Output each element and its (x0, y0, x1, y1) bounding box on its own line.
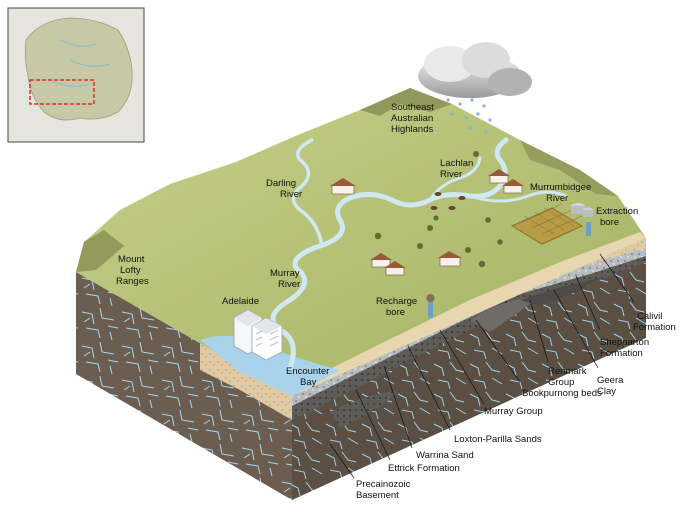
label-lachlan-2: River (440, 169, 462, 180)
label-warrina: Warrina Sand (416, 450, 474, 461)
encounter-bay (200, 335, 340, 396)
house-lachlan-1 (488, 169, 510, 184)
surface-sand-strip (292, 232, 646, 396)
cattle (430, 192, 466, 210)
label-loxton: Loxton-Parilla Sands (454, 434, 542, 445)
label-shepparton-1: Shepparton (600, 337, 649, 348)
label-murrumbidgee-1: Murrumbidgee (530, 182, 591, 193)
label-calivil-2: Formation (633, 322, 676, 333)
label-lachlan-1: Lachlan (440, 158, 473, 169)
label-highlands-2: Australian (391, 113, 433, 124)
label-geera-2: Clay (597, 386, 616, 397)
raindrops (446, 98, 492, 134)
label-calivil-1: Calivil (637, 311, 662, 322)
rain-cloud (418, 42, 532, 98)
label-darling-2: River (280, 189, 302, 200)
darling-river (291, 138, 324, 248)
label-basement-2: Basement (356, 490, 399, 501)
label-lofty-1: Mount (118, 254, 145, 265)
label-lofty-2: Lofty (120, 265, 141, 276)
crop-field (510, 203, 584, 245)
murrumbidgee-river (468, 190, 568, 203)
extraction-bore (571, 203, 593, 236)
layer-ettrick (292, 238, 646, 420)
label-extraction-1: Extraction (596, 206, 638, 217)
label-adelaide: Adelaide (222, 296, 259, 307)
trees (374, 151, 503, 268)
label-ettrick: Ettrick Formation (388, 463, 460, 474)
label-recharge-1: Recharge (376, 296, 417, 307)
label-shepparton-2: Formation (600, 348, 643, 359)
locator-map (7, 7, 145, 143)
label-encounter-2: Bay (300, 377, 317, 388)
label-renmark-2: Group (548, 377, 574, 388)
house-murray-2 (384, 261, 406, 276)
house-murray-3 (438, 251, 462, 267)
label-murrumbidgee-2: River (546, 193, 568, 204)
label-murray-group: Murray Group (484, 406, 543, 417)
label-renmark-1: Renmark (548, 366, 587, 377)
label-basement-1: Precainozoic (356, 479, 411, 490)
adelaide-buildings (233, 309, 283, 361)
highlands-ridge (360, 88, 452, 116)
label-highlands-1: Southeast (391, 102, 434, 113)
house-murray-1 (370, 253, 392, 268)
layer-front-sand (200, 340, 292, 420)
block-side-face (292, 238, 646, 500)
highlands-ridge-2 (520, 140, 618, 196)
leader-lines (329, 253, 635, 479)
lachlan-river (428, 156, 482, 202)
mount-lofty-ridge (76, 230, 124, 272)
label-encounter-1: Encounter (286, 366, 329, 377)
layer-renmark-clay (470, 296, 540, 332)
label-highlands-3: Highlands (391, 124, 433, 135)
house-lachlan-2 (502, 179, 524, 194)
label-extraction-2: bore (600, 217, 619, 228)
label-darling-1: Darling (266, 178, 296, 189)
label-recharge-2: bore (386, 307, 405, 318)
murray-river (270, 137, 509, 371)
label-bookpurnong: Bookpurnong beds (522, 388, 602, 399)
block-front-face (76, 272, 292, 500)
layer-murray-group (292, 238, 646, 406)
label-geera-1: Geera (597, 375, 624, 386)
house-darling (330, 178, 356, 195)
label-lofty-3: Ranges (116, 276, 149, 287)
recharge-bore (426, 294, 435, 318)
label-murray-1: Murray (270, 268, 300, 279)
label-murray-2: River (278, 279, 300, 290)
